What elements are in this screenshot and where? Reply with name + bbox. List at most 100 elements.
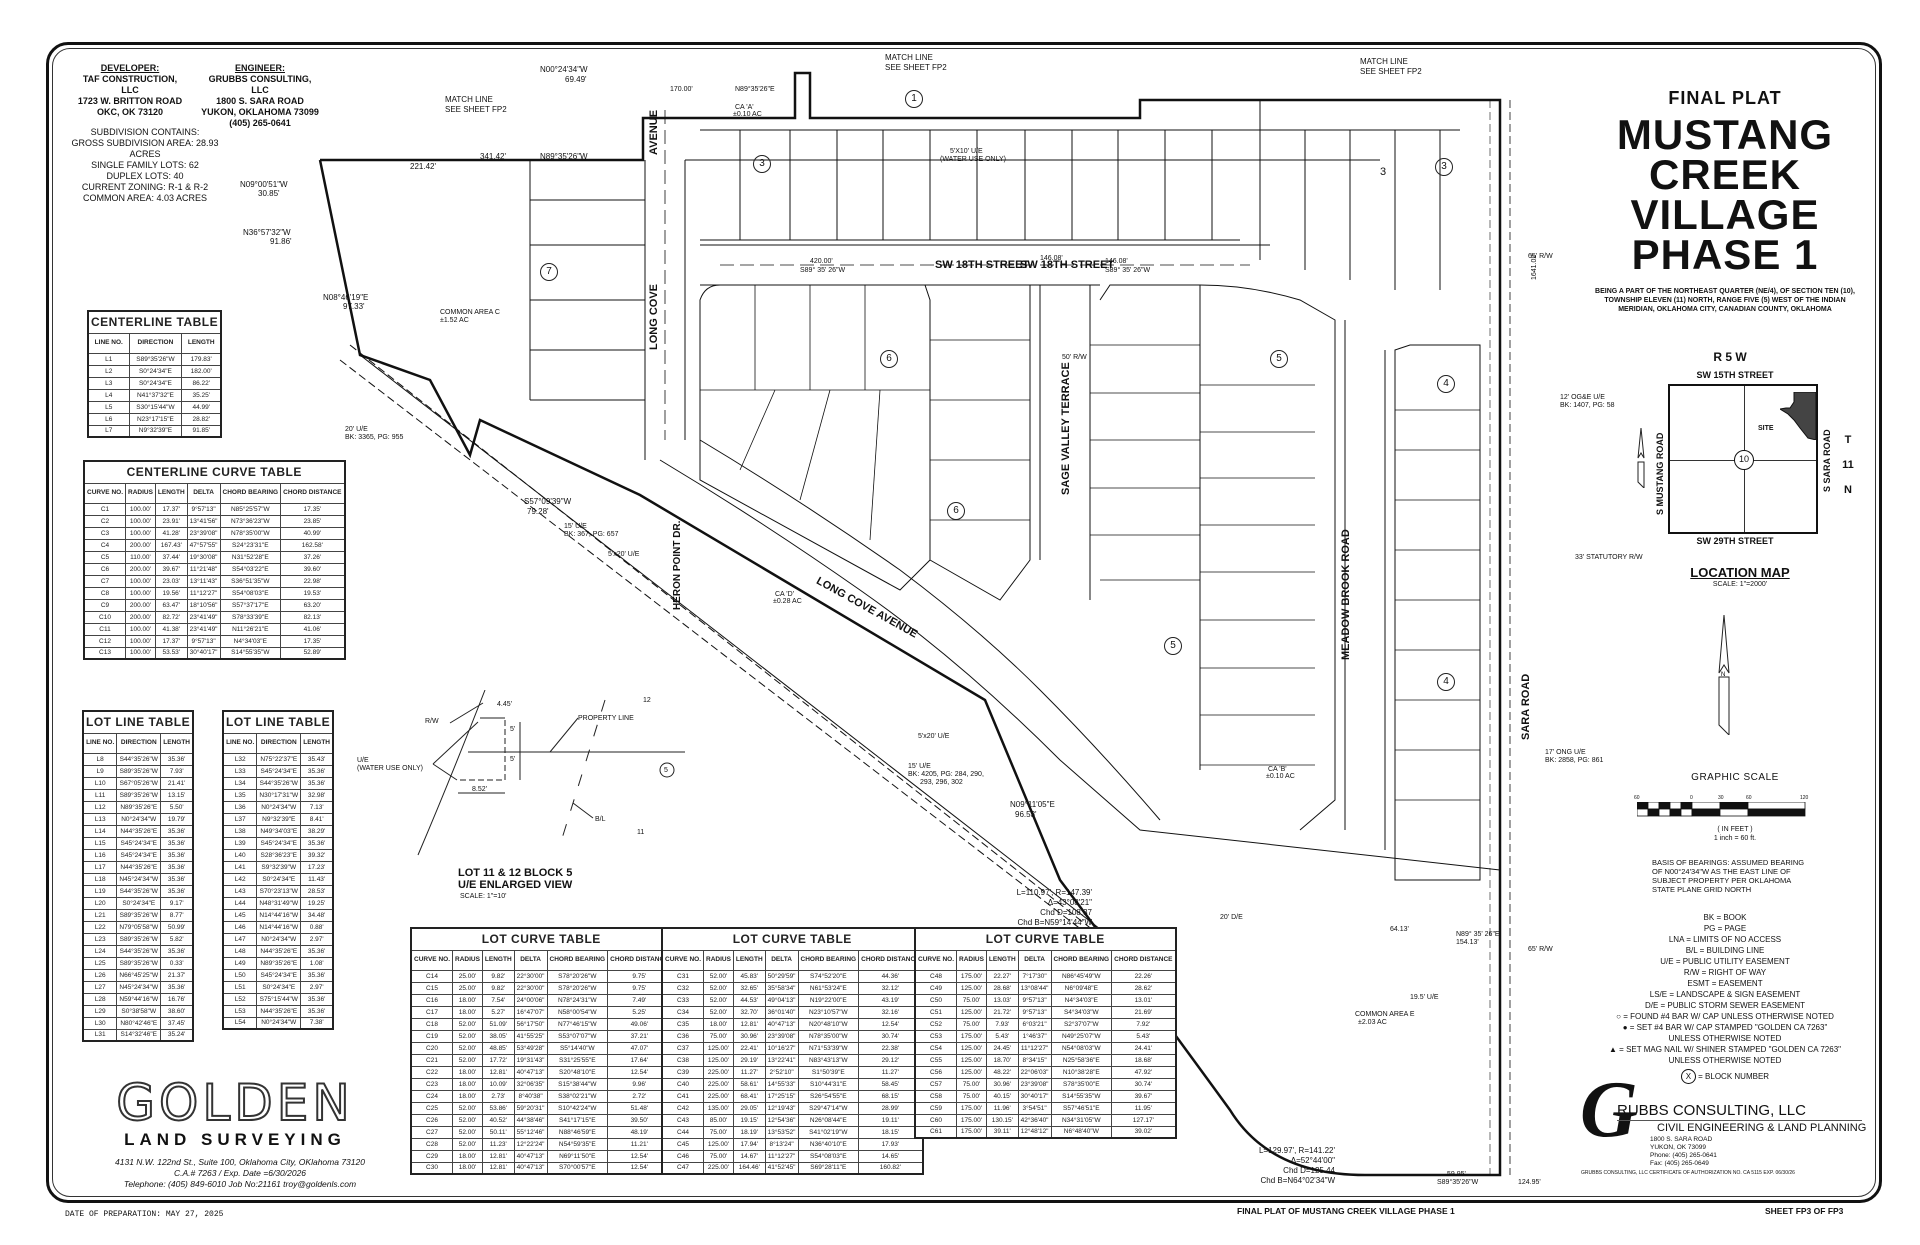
table-cell: 8°40'38" <box>513 1089 548 1103</box>
plat-title-line: CREEK <box>1648 151 1802 198</box>
table-cell: 8.77' <box>160 908 194 922</box>
table-cell: L26 <box>82 968 118 982</box>
book-page-label: BK: 4205, PG: 284, 290, <box>908 771 984 778</box>
legend-item: LS/E = LANDSCAPE & SIGN EASEMENT <box>1649 990 1801 999</box>
distance-label: 59.95' <box>1447 1171 1466 1178</box>
table-cell: 19°31'43" <box>513 1053 548 1067</box>
scale-tick: 30 <box>1718 795 1724 801</box>
table-cell: 10.09' <box>481 1077 515 1091</box>
table-cell: L49 <box>222 956 258 970</box>
table-cell: L48 <box>222 944 258 958</box>
table-cell: L16 <box>82 848 118 862</box>
table-cell: N14°44'16"W <box>256 908 302 922</box>
bearing-label: N89°35'26"W <box>540 152 588 161</box>
table-cell: 24°00'06" <box>513 993 548 1007</box>
table-cell: 75.00' <box>956 1017 987 1031</box>
bearing-label: N89° 35' 26"E <box>1456 931 1500 938</box>
engineer-line: 1800 S. SARA ROAD <box>216 96 304 106</box>
table-cell: S38°02'21"W <box>546 1089 609 1103</box>
table-cell: 40°47'13" <box>513 1149 548 1163</box>
table-cell: 41.06' <box>280 622 346 636</box>
dimension-label: 4.45' <box>497 701 512 708</box>
table-cell: 23.85' <box>280 514 346 528</box>
table-cell: 30.96' <box>732 1029 766 1043</box>
table-cell: L10 <box>82 776 118 790</box>
table-cell: C8 <box>83 586 126 600</box>
table-cell: 49°04'13" <box>764 993 799 1007</box>
table-cell: S78°20'26"W <box>546 969 609 983</box>
table-cell: C44 <box>661 1125 704 1139</box>
table-cell: 52.00' <box>703 981 734 995</box>
curve-length: L=110.97', R=147.39' <box>1016 888 1092 897</box>
table-cell: L47 <box>222 932 258 946</box>
table-cell: N78°35'00"W <box>797 1029 860 1043</box>
table-cell: 29.12' <box>858 1053 924 1067</box>
table-cell: S10°44'31"E <box>797 1077 860 1091</box>
subdivision-line: COMMON AREA: 4.03 ACRES <box>82 193 208 203</box>
table-cell: 18.00' <box>452 1149 483 1163</box>
table-cell: L46 <box>222 920 258 934</box>
dimension-label: 5' <box>510 756 516 763</box>
table-cell: N69°11'50"E <box>546 1149 609 1163</box>
table-cell: S70°00'57"E <box>546 1161 609 1175</box>
table-cell: S78°33'39"E <box>219 610 282 624</box>
table-cell: 28.68' <box>985 981 1019 995</box>
table-cell: S14°32'46"E <box>116 1028 162 1042</box>
table-cell: 35.36' <box>300 836 334 850</box>
table-cell: 22°30'00" <box>513 969 548 983</box>
table-cell: 5.27' <box>481 1005 515 1019</box>
table-cell: 17.35' <box>280 502 346 516</box>
table-cell: S53°07'07"W <box>546 1029 609 1043</box>
table-cell: L32 <box>222 752 258 766</box>
distance-label: 79.28' <box>527 507 549 516</box>
township-part: T <box>1844 434 1852 446</box>
north-arrow-icon <box>1637 427 1645 490</box>
location-map-title: LOCATION MAP <box>1690 565 1790 580</box>
table-cell: C28 <box>410 1137 453 1151</box>
table-cell: 7°17'30" <box>1017 969 1052 983</box>
block-number-marker: 4 <box>1437 375 1455 393</box>
table-cell: 50.11' <box>481 1125 515 1139</box>
common-area-acres: ±2.03 AC <box>1358 1019 1387 1026</box>
table-cell: N44°35'26"E <box>116 824 162 838</box>
golden-phone: Telephone: (405) 849-6010 Job No:21161 t… <box>123 1179 357 1189</box>
table-cell: L35 <box>222 788 258 802</box>
table-cell: 100.00' <box>125 574 156 588</box>
table-cell: N44°35'26"E <box>256 944 302 958</box>
table-cell: C34 <box>661 1005 704 1019</box>
table-cell: 5.43' <box>985 1029 1019 1043</box>
table-cell: 17.94' <box>732 1137 766 1151</box>
table-cell: L54 <box>222 1016 258 1030</box>
table-cell: C35 <box>661 1017 704 1031</box>
curve-annotation-2: L=129.97', R=141.22' Δ=52°44'00" Chd D=1… <box>1240 1146 1335 1186</box>
table-cell: L27 <box>82 980 118 994</box>
location-map-east-road: S SARA ROAD <box>1822 429 1832 492</box>
table-cell: 17.23' <box>300 860 334 874</box>
table-cell: C57 <box>914 1077 957 1091</box>
table-cell: 17°25'15" <box>764 1089 799 1103</box>
table-cell: 35.36' <box>160 872 194 886</box>
table-cell: N10°38'28"E <box>1050 1065 1113 1079</box>
table-cell: S75°15'44"W <box>256 992 302 1006</box>
street-label-meadow-brook: MEADOW BROOK ROAD <box>1340 529 1352 660</box>
block-number-marker: 6 <box>947 502 965 520</box>
bearing-label: N09°00'51"W <box>240 180 288 189</box>
table-cell: L44 <box>222 896 258 910</box>
table-cell: 35.36' <box>160 848 194 862</box>
column-header: LENGTH <box>985 949 1019 971</box>
